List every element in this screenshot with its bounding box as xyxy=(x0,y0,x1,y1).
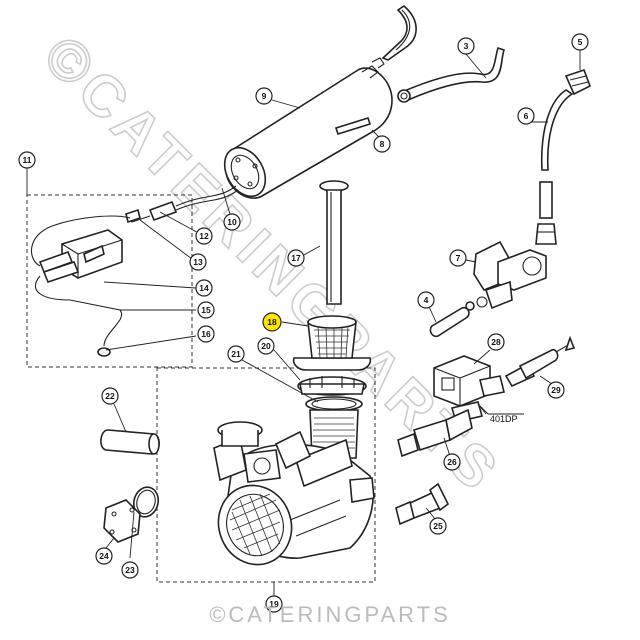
part-21-oring xyxy=(305,396,363,412)
part-3-hose xyxy=(397,46,506,103)
part-9-boiler xyxy=(223,57,393,199)
part-22-tube xyxy=(100,429,160,455)
part-4-tube xyxy=(429,301,475,338)
part-13-wire-lead xyxy=(125,208,151,224)
callout-label: 10 xyxy=(227,217,237,227)
callout-label: 4 xyxy=(424,295,429,305)
part-6-hose xyxy=(535,89,574,245)
callout-c25: 25 xyxy=(429,517,447,535)
callout-c13: 13 xyxy=(189,253,207,271)
part-24-cover-plate xyxy=(103,499,141,543)
part-26-connector xyxy=(397,408,473,458)
callout-c11: 11 xyxy=(18,151,36,169)
part-17-float-tube xyxy=(319,180,349,305)
callout-label: 8 xyxy=(380,139,385,149)
callout-c14: 14 xyxy=(195,279,213,297)
callout-c5: 5 xyxy=(571,33,589,51)
callout-c8: 8 xyxy=(373,135,391,153)
part-1-hose xyxy=(381,4,417,61)
callout-c16: 16 xyxy=(197,325,215,343)
part-15-cable xyxy=(30,215,131,347)
part-19-pump-inlet xyxy=(213,421,312,483)
callout-c10: 10 xyxy=(223,213,241,231)
callout-label: 13 xyxy=(193,257,203,267)
callout-c22: 22 xyxy=(101,387,119,405)
part-23-oring xyxy=(132,486,160,518)
callout-c24: 24 xyxy=(95,547,113,565)
callout-label: 12 xyxy=(199,231,209,241)
kit-11-group-box xyxy=(26,194,193,368)
callout-label: 6 xyxy=(524,111,529,121)
callout-label: 3 xyxy=(464,41,469,51)
callout-c18: 18 xyxy=(262,312,282,332)
callout-label: 25 xyxy=(433,521,443,531)
callout-label: 17 xyxy=(291,253,301,263)
callout-c15: 15 xyxy=(197,301,215,319)
part-14-heating-element xyxy=(38,229,123,283)
callout-label: 29 xyxy=(551,385,561,395)
callout-c9: 9 xyxy=(255,87,273,105)
callout-c7: 7 xyxy=(449,249,467,267)
callout-label: 28 xyxy=(491,337,501,347)
callout-label: 16 xyxy=(201,329,211,339)
leader-lines xyxy=(26,50,581,596)
callout-c6: 6 xyxy=(517,107,535,125)
callout-label: 21 xyxy=(231,349,241,359)
pump-assembly-group-box xyxy=(156,367,376,583)
callout-c28: 28 xyxy=(487,333,505,351)
callout-label: 20 xyxy=(261,341,271,351)
callout-label: 11 xyxy=(23,155,32,165)
callout-label: 7 xyxy=(456,253,461,263)
callout-label: 5 xyxy=(578,37,583,47)
assembly-ref-label: 401DP xyxy=(490,414,518,424)
part-8-sensor xyxy=(334,117,372,135)
part-18-filter-basket xyxy=(292,315,372,371)
callout-c23: 23 xyxy=(121,561,139,579)
part-12-connector xyxy=(148,185,239,222)
callout-label: 23 xyxy=(125,565,135,575)
part-29-hose xyxy=(504,335,576,388)
callout-c21: 21 xyxy=(227,345,245,363)
callout-label: 9 xyxy=(262,91,267,101)
footer-copyright: ©CATERINGPARTS xyxy=(209,602,451,627)
part-20-filter-holder xyxy=(297,376,367,396)
callout-label: 26 xyxy=(447,457,457,467)
callout-label: 14 xyxy=(199,283,209,293)
part-7-solenoid-valve xyxy=(473,240,547,310)
callout-label: 19 xyxy=(269,599,279,609)
callout-c12: 12 xyxy=(195,227,213,245)
callout-c19: 19 xyxy=(265,595,283,613)
assembly-reference: 401DP xyxy=(479,405,524,424)
callout-label: 24 xyxy=(99,551,109,561)
part-5-inlet-fitting xyxy=(564,68,592,96)
part-25-connector xyxy=(395,482,450,526)
callout-c4: 4 xyxy=(417,291,435,309)
callout-c17: 17 xyxy=(287,249,305,267)
callout-c29: 29 xyxy=(547,381,565,399)
callout-label: 18 xyxy=(267,317,277,327)
callout-label: 22 xyxy=(105,391,115,401)
part-16-terminal xyxy=(97,347,111,357)
callout-c3: 3 xyxy=(457,37,475,55)
callout-c20: 20 xyxy=(257,337,275,355)
callout-label: 15 xyxy=(201,305,211,315)
callout-c26: 26 xyxy=(443,453,461,471)
